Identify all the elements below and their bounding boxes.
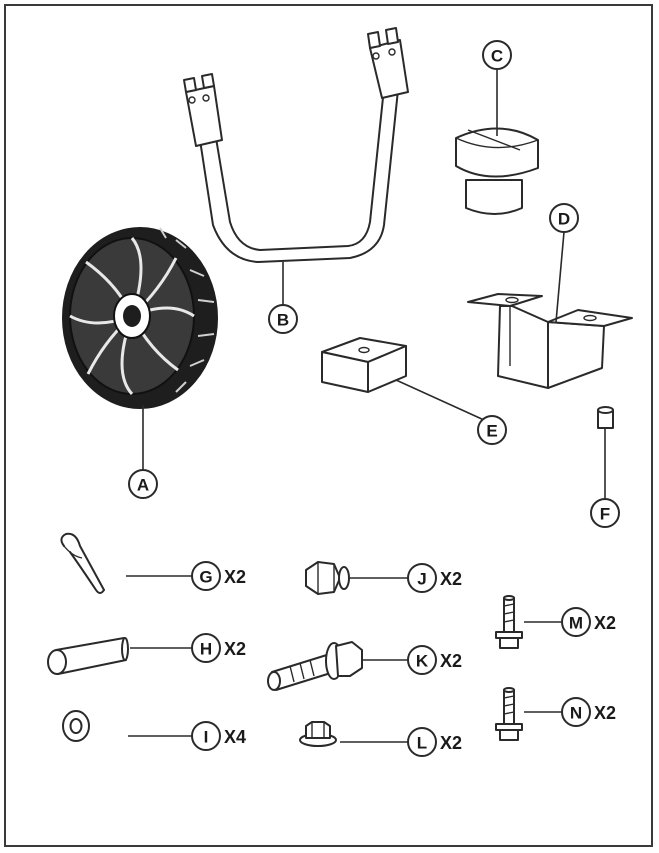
callout-h-label: H [200, 640, 212, 659]
callout-b-label: B [277, 311, 289, 330]
part-g-hairpin-clip [60, 532, 105, 594]
part-j-nut [305, 561, 350, 595]
part-i-washer [62, 710, 90, 742]
quantity-h: X2 [224, 639, 246, 659]
callout-i: I X4 [191, 721, 246, 751]
part-c-plug [455, 127, 539, 215]
callout-c: C [482, 40, 512, 70]
part-l-nut [299, 721, 337, 747]
part-h-pin [47, 637, 129, 675]
quantity-n: X2 [594, 703, 616, 723]
part-a-wheel [62, 227, 218, 409]
callout-d-label: D [558, 210, 570, 229]
callout-h: H X2 [191, 633, 246, 663]
part-f-sleeve [597, 406, 614, 429]
callout-k-label: K [416, 652, 429, 671]
leader-e [395, 379, 485, 421]
quantity-j: X2 [440, 569, 462, 589]
part-b-handle [183, 27, 409, 263]
part-d-bracket [467, 293, 633, 389]
callout-d: D [549, 203, 579, 233]
quantity-l: X2 [440, 733, 462, 753]
callout-b: B [268, 304, 298, 334]
callout-m-label: M [569, 614, 583, 633]
leader-d [555, 231, 565, 323]
callout-j: J X2 [407, 563, 462, 593]
part-k-bolt [267, 641, 363, 691]
callout-g: G X2 [191, 561, 246, 591]
callout-f: F [590, 498, 620, 528]
callout-f-label: F [600, 505, 610, 524]
quantity-k: X2 [440, 651, 462, 671]
part-m-bolt [495, 595, 523, 649]
quantity-i: X4 [224, 727, 246, 747]
callout-l: L X2 [407, 727, 462, 757]
callout-k: K X2 [407, 645, 462, 675]
callout-e-label: E [486, 422, 497, 441]
callout-m: M X2 [561, 607, 616, 637]
part-e-block [321, 337, 407, 393]
callout-c-label: C [491, 47, 503, 66]
callout-n-label: N [570, 704, 582, 723]
callout-l-label: L [417, 734, 427, 753]
diagram-frame [4, 4, 653, 847]
callout-g-label: G [199, 568, 212, 587]
callout-a: A [128, 469, 158, 499]
callout-n: N X2 [561, 697, 616, 727]
quantity-g: X2 [224, 567, 246, 587]
callout-j-label: J [417, 570, 426, 589]
callout-i-label: I [204, 728, 209, 747]
quantity-m: X2 [594, 613, 616, 633]
part-n-bolt [495, 687, 523, 741]
callout-e: E [477, 415, 507, 445]
callout-a-label: A [137, 476, 149, 495]
